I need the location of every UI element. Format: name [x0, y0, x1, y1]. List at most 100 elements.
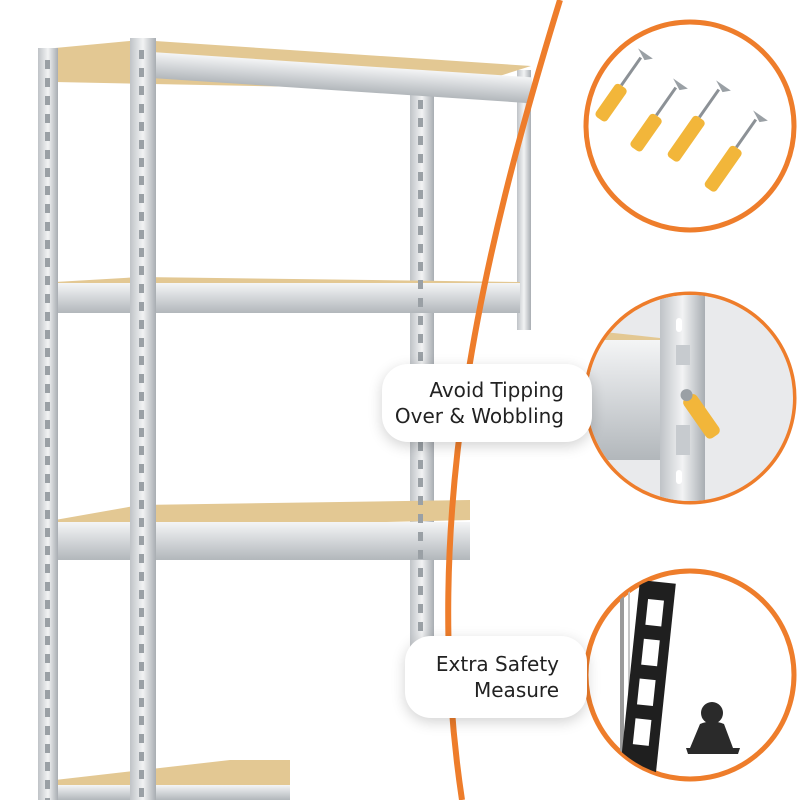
- post-slot: [139, 158, 144, 167]
- post-slot: [45, 762, 50, 771]
- post-slot: [139, 266, 144, 275]
- post-slot: [139, 248, 144, 257]
- callout-avoid-tipping-line1: Avoid Tipping: [429, 378, 564, 402]
- post-slot: [139, 554, 144, 563]
- post-slot: [418, 298, 423, 307]
- post-slot: [139, 374, 144, 383]
- post-slot: [418, 100, 423, 109]
- post-slot: [418, 352, 423, 361]
- post-slot: [45, 726, 50, 735]
- post-slot: [139, 392, 144, 401]
- post-slot: [45, 402, 50, 411]
- post-slot: [418, 532, 423, 541]
- post-slot: [45, 456, 50, 465]
- post-slot: [45, 384, 50, 393]
- post-slot: [139, 176, 144, 185]
- post-slot: [418, 604, 423, 613]
- post-slot: [139, 284, 144, 293]
- post-slot: [45, 240, 50, 249]
- post-slot: [139, 752, 144, 761]
- post-slot: [45, 114, 50, 123]
- post-slot: [45, 636, 50, 645]
- post-slot: [45, 222, 50, 231]
- post-slot: [45, 708, 50, 717]
- post-slot: [418, 118, 423, 127]
- detail-circle-anchor: [583, 291, 797, 505]
- post-slot: [418, 334, 423, 343]
- post-slot: [139, 626, 144, 635]
- post-slot: [139, 518, 144, 527]
- post-slot: [139, 320, 144, 329]
- post-slot: [139, 140, 144, 149]
- post-slot: [418, 280, 423, 289]
- callout-extra-safety-line2: Measure: [474, 678, 559, 702]
- post-slot: [418, 190, 423, 199]
- post-slot: [45, 330, 50, 339]
- post-slot: [418, 496, 423, 505]
- post-slot: [418, 514, 423, 523]
- post-slot: [418, 442, 423, 451]
- post-slot: [418, 550, 423, 559]
- post-slot: [45, 474, 50, 483]
- post-slot: [418, 460, 423, 469]
- post-slot: [139, 356, 144, 365]
- post-slot: [139, 734, 144, 743]
- post-slot: [45, 366, 50, 375]
- post-slot: [139, 194, 144, 203]
- post-slot: [45, 132, 50, 141]
- post-slot: [139, 464, 144, 473]
- post-slot: [45, 60, 50, 69]
- post-slot: [139, 662, 144, 671]
- post-slot: [139, 788, 144, 797]
- post-slot: [45, 348, 50, 357]
- post-slot: [45, 546, 50, 555]
- wall-plugs-screws-icon: [595, 48, 768, 192]
- shelf-second: [55, 277, 520, 313]
- post-slot: [45, 96, 50, 105]
- detail-circle-screws: [583, 19, 797, 233]
- post-slot: [418, 478, 423, 487]
- post-slot: [418, 622, 423, 631]
- post-slot: [418, 244, 423, 253]
- post-slot: [139, 338, 144, 347]
- wall-anchor-icon: [587, 295, 793, 501]
- post-slot: [139, 608, 144, 617]
- post-slot: [45, 600, 50, 609]
- post-slot: [418, 316, 423, 325]
- post-slot: [45, 78, 50, 87]
- post-slot: [139, 572, 144, 581]
- post-slot: [418, 586, 423, 595]
- post-slot: [139, 770, 144, 779]
- post-slot: [418, 226, 423, 235]
- shelf-top: [55, 40, 532, 104]
- post-slot: [45, 276, 50, 285]
- post-slot: [45, 204, 50, 213]
- safety-strap-child-icon: [620, 580, 740, 778]
- post-slot: [418, 172, 423, 181]
- post-slot: [45, 510, 50, 519]
- post-slot: [139, 482, 144, 491]
- post-slot: [45, 420, 50, 429]
- shelf-bottom: [55, 760, 290, 800]
- post-slot: [45, 150, 50, 159]
- post-slot: [418, 154, 423, 163]
- callout-extra-safety: Extra Safety Measure: [405, 636, 587, 718]
- child-silhouette: [686, 702, 740, 754]
- shelf-third: [55, 500, 470, 560]
- post-slot: [139, 104, 144, 113]
- post-slot: [139, 410, 144, 419]
- post-slot: [418, 568, 423, 577]
- post-slot: [45, 690, 50, 699]
- post-slot: [45, 312, 50, 321]
- post-slot: [139, 698, 144, 707]
- callout-avoid-tipping: Avoid Tipping Over & Wobbling: [382, 364, 592, 442]
- post-slot: [45, 186, 50, 195]
- post-slot: [45, 780, 50, 789]
- post-slot: [45, 654, 50, 663]
- post-slot: [45, 294, 50, 303]
- post-slot: [139, 644, 144, 653]
- post-slot: [45, 168, 50, 177]
- callout-avoid-tipping-line2: Over & Wobbling: [394, 404, 564, 428]
